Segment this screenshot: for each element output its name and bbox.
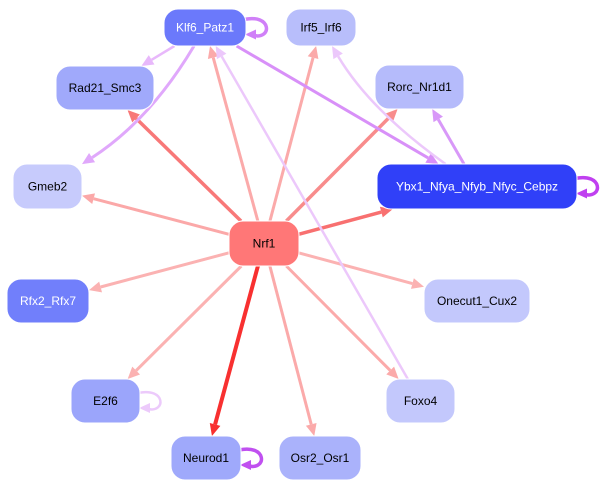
node-box[interactable] — [70, 378, 141, 424]
node-label: Gmeb2 — [28, 180, 68, 194]
arrowhead — [425, 153, 439, 164]
node-label: Nrf1 — [253, 237, 276, 251]
edge-nrf1-to-e2f6 — [127, 264, 243, 379]
edges-layer — [82, 16, 600, 470]
edge-e2f6-to-e2f6 — [137, 390, 162, 413]
node-label: Irf5_Irf6 — [300, 21, 342, 35]
arrowhead — [141, 55, 155, 66]
node-ybx1-nfya-nfyb-nfyc-cebpz[interactable]: Ybx1_Nfya_Nfyb_Nfyc_Cebpz — [376, 163, 578, 210]
node-box[interactable] — [12, 163, 83, 210]
node-gmeb2[interactable]: Gmeb2 — [12, 163, 83, 210]
arrowhead — [82, 193, 96, 204]
arrowhead — [410, 278, 424, 289]
node-label: Neurod1 — [183, 451, 229, 465]
edge-nrf1-to-rfx2-rfx7 — [89, 251, 230, 293]
node-box[interactable] — [55, 65, 155, 111]
edge-klf6-patz1-to-klf6-patz1 — [243, 16, 269, 40]
edge-nrf1-to-rorc-nr1d1 — [285, 109, 398, 223]
arrowhead — [386, 366, 399, 379]
edge-nrf1-to-ybx1-nfya-nfyb-nfyc-cebpz — [298, 206, 393, 236]
edge-ybx1-nfya-nfyb-nfyc-cebpz-to-irf5-irf6 — [331, 46, 447, 166]
node-label: Rfx2_Rfx7 — [20, 294, 76, 308]
edge-foxo4-to-klf6-patz1 — [215, 46, 409, 380]
node-box[interactable] — [278, 435, 362, 481]
node-nrf1[interactable]: Nrf1 — [228, 220, 300, 267]
edge-nrf1-to-foxo4 — [285, 264, 399, 379]
arrowhead — [139, 403, 150, 413]
node-osr2-osr1[interactable]: Osr2_Osr1 — [278, 435, 362, 481]
node-onecut1-cux2[interactable]: Onecut1_Cux2 — [423, 278, 531, 324]
arrowhead — [331, 46, 343, 60]
arrowhead — [240, 460, 251, 470]
edge-ybx1-nfya-nfyb-nfyc-cebpz-to-rorc-nr1d1 — [432, 109, 466, 165]
node-rad21-smc3[interactable]: Rad21_Smc3 — [55, 65, 155, 111]
edge-neurod1-to-neurod1 — [238, 447, 264, 470]
arrowhead — [207, 46, 219, 60]
node-label: Rad21_Smc3 — [69, 81, 142, 95]
node-label: Osr2_Osr1 — [291, 451, 350, 465]
arrowhead — [245, 29, 256, 40]
node-label: Onecut1_Cux2 — [437, 294, 517, 308]
node-foxo4[interactable]: Foxo4 — [385, 378, 456, 424]
node-box[interactable] — [170, 435, 242, 481]
arrowhead — [432, 109, 443, 123]
edge-nrf1-to-osr2-osr1 — [268, 265, 317, 436]
node-label: Klf6_Patz1 — [176, 21, 234, 35]
edge-nrf1-to-onecut1-cux2 — [298, 251, 424, 289]
edge-nrf1-to-rad21-smc3 — [127, 110, 243, 223]
node-klf6-patz1[interactable]: Klf6_Patz1 — [163, 8, 247, 47]
node-neurod1[interactable]: Neurod1 — [170, 435, 242, 481]
arrowhead — [89, 281, 103, 293]
edge-nrf1-to-klf6-patz1 — [207, 46, 260, 222]
node-rorc-nr1d1[interactable]: Rorc_Nr1d1 — [374, 64, 465, 110]
edge-klf6-patz1-to-ybx1-nfya-nfyb-nfyc-cebpz — [235, 44, 439, 164]
edge-klf6-patz1-to-rad21-smc3 — [141, 44, 176, 66]
node-e2f6[interactable]: E2f6 — [70, 378, 141, 424]
arrowhead — [127, 366, 141, 379]
arrowhead — [307, 46, 319, 60]
edge-ybx1-nfya-nfyb-nfyc-cebpz-to-ybx1-nfya-nfyb-nfyc-cebpz — [574, 175, 600, 199]
node-box[interactable] — [285, 8, 357, 47]
arrowhead — [82, 152, 96, 165]
node-box[interactable] — [228, 220, 300, 267]
edge-klf6-patz1-to-gmeb2 — [82, 45, 196, 165]
arrowhead — [305, 422, 317, 436]
arrowhead — [215, 46, 227, 60]
node-label: Rorc_Nr1d1 — [387, 80, 452, 94]
arrowhead — [576, 188, 587, 199]
edge-nrf1-to-neurod1 — [209, 265, 260, 436]
node-box[interactable] — [6, 278, 90, 324]
node-label: Ybx1_Nfya_Nfyb_Nfyc_Cebpz — [396, 180, 558, 194]
arrowhead — [127, 110, 140, 123]
node-box[interactable] — [163, 8, 247, 47]
edge-nrf1-to-gmeb2 — [82, 193, 230, 236]
node-rfx2-rfx7[interactable]: Rfx2_Rfx7 — [6, 278, 90, 324]
arrowhead — [209, 422, 221, 436]
node-label: Foxo4 — [404, 394, 438, 408]
node-box[interactable] — [423, 278, 531, 324]
arrowhead — [385, 109, 398, 122]
node-box[interactable] — [385, 378, 456, 424]
node-irf5-irf6[interactable]: Irf5_Irf6 — [285, 8, 357, 47]
node-box[interactable] — [374, 64, 465, 110]
node-label: E2f6 — [93, 394, 118, 408]
node-box[interactable] — [376, 163, 578, 210]
